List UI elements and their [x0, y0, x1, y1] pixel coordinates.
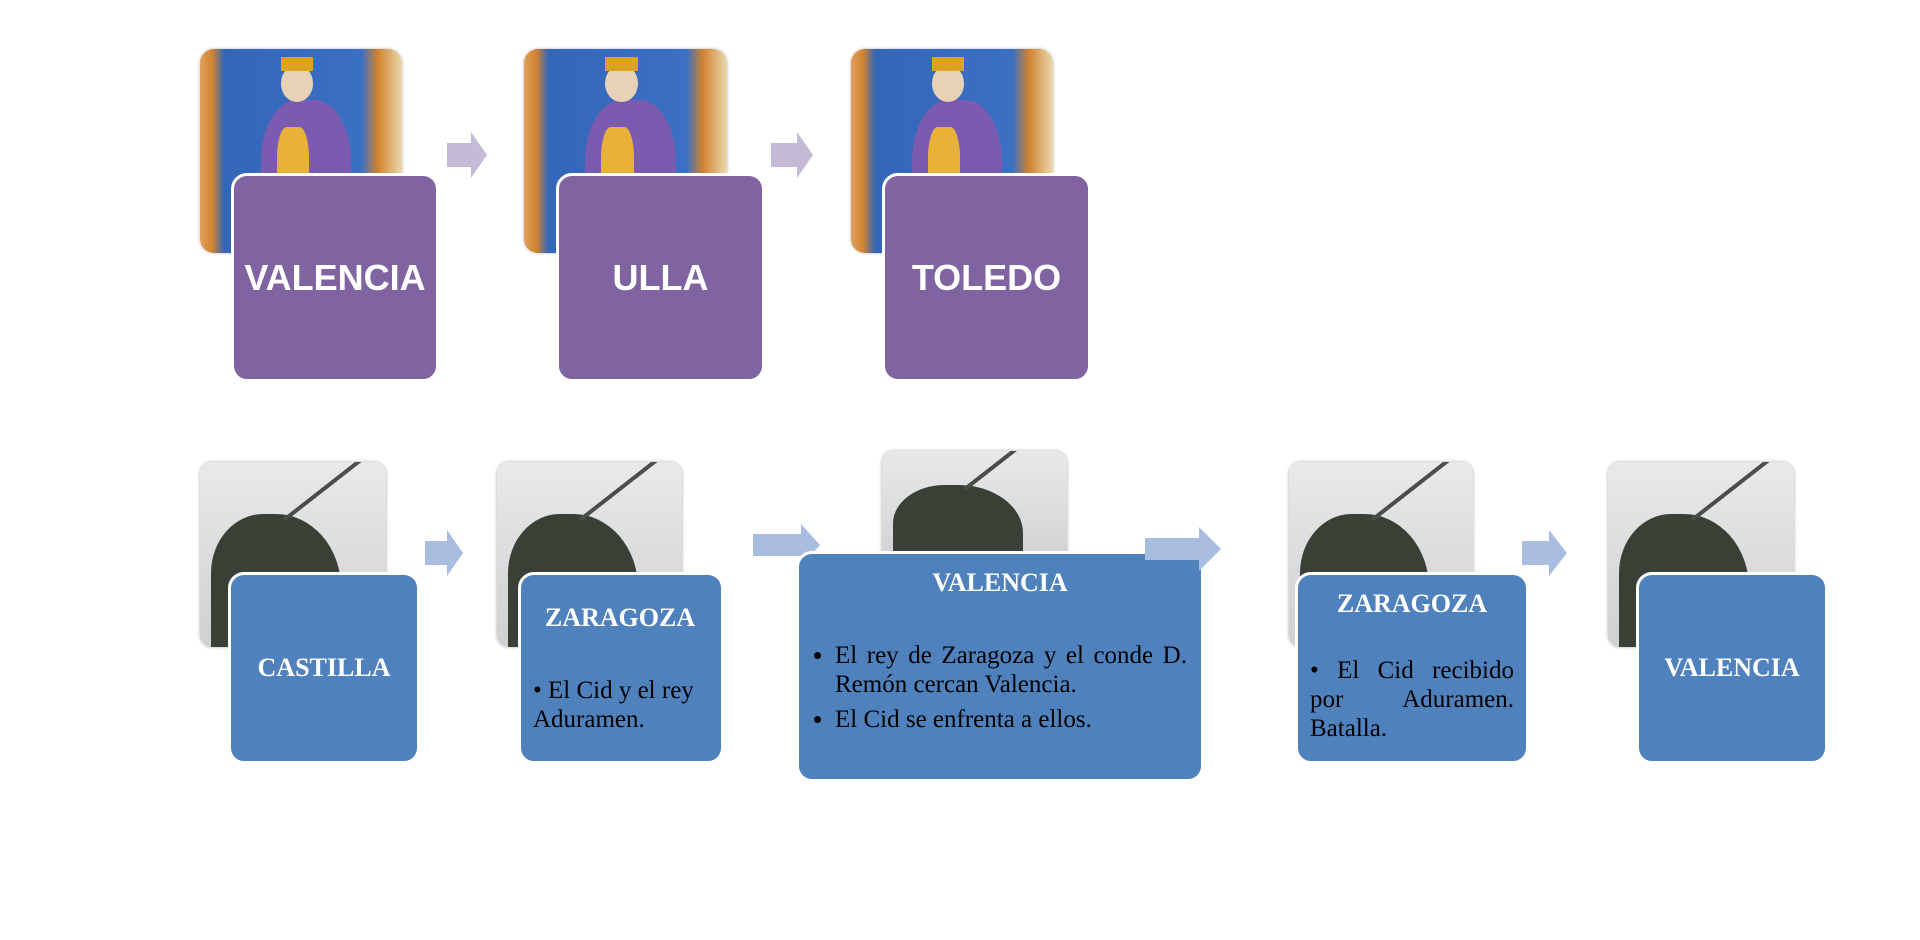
step-box-valencia: VALENCIA: [231, 173, 439, 382]
step-bullet: El Cid se enfrenta a ellos.: [835, 706, 1187, 735]
step-title: CASTILLA: [257, 653, 391, 682]
arrow-right-icon: [425, 530, 463, 576]
step-label: ULLA: [612, 256, 709, 298]
step-title: ZARAGOZA: [1336, 589, 1488, 618]
arrow-right-icon: [1145, 527, 1221, 571]
step-bullet: • El Cid recibido por Aduramen. Batalla.: [1310, 657, 1514, 742]
step-bullet: • El Cid y el rey Aduramen.: [533, 677, 694, 733]
step-box-zaragoza: ZARAGOZA • El Cid y el rey Aduramen.: [518, 572, 724, 764]
step-box-toledo: TOLEDO: [882, 173, 1091, 382]
step-title: ZARAGOZA: [544, 603, 696, 632]
arrow-right-icon: [447, 132, 487, 178]
step-title: VALENCIA: [1664, 653, 1800, 682]
step-bullet: El rey de Zaragoza y el conde D. Remón c…: [835, 642, 1187, 700]
arrow-right-icon: [771, 132, 813, 178]
step-box-valencia-detail: VALENCIA El rey de Zaragoza y el conde D…: [796, 551, 1204, 782]
arrow-right-icon: [1522, 530, 1567, 576]
step-box-zaragoza-battle: ZARAGOZA • El Cid recibido por Aduramen.…: [1295, 572, 1529, 764]
step-box-ulla: ULLA: [556, 173, 765, 382]
step-title: VALENCIA: [932, 568, 1068, 597]
step-label: TOLEDO: [911, 256, 1062, 298]
step-bullet-list: El rey de Zaragoza y el conde D. Remón c…: [813, 642, 1187, 734]
step-box-valencia-final: VALENCIA: [1636, 572, 1828, 764]
step-label: VALENCIA: [244, 256, 426, 298]
step-box-castilla: CASTILLA: [228, 572, 420, 764]
